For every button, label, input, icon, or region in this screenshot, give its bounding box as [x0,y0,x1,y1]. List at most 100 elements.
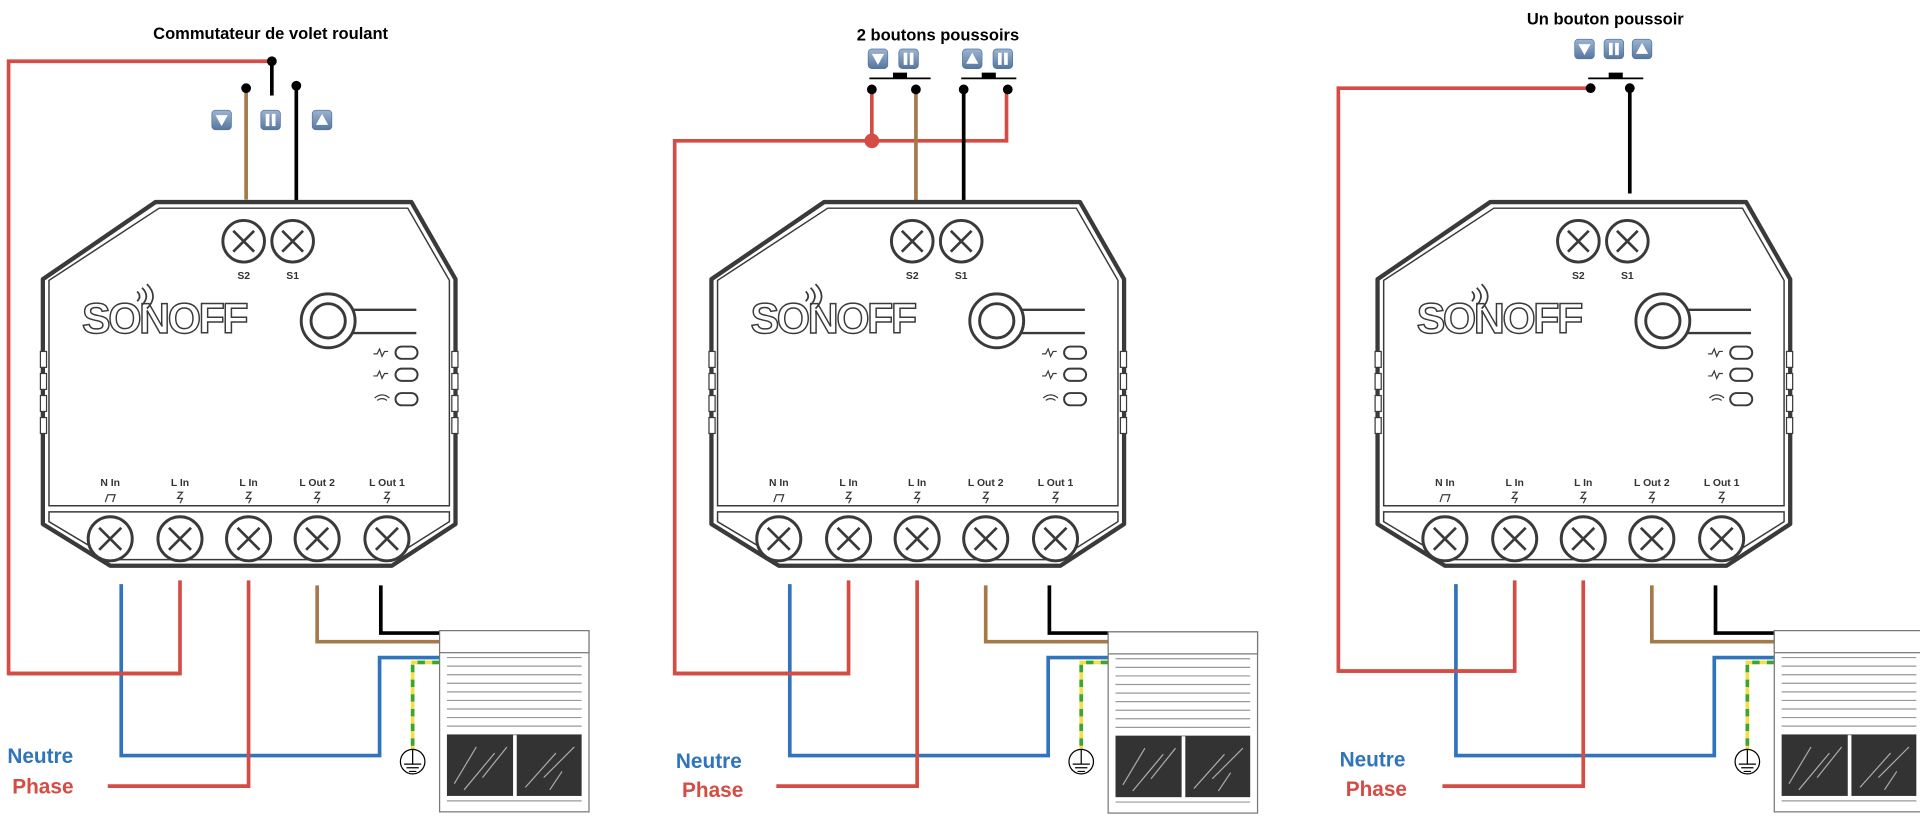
terminal-label-s1: S1 [955,271,968,282]
screw-cross-icon [766,526,791,551]
phase-wire-lin1-1 [8,580,182,676]
pause-icon [1603,38,1625,60]
down-arrow-icon [867,48,889,69]
phase-wire-lin2-1 [107,580,251,788]
live-symbol-icon [244,491,253,504]
device-inner-outline [1382,207,1785,507]
earth-wire-stripe [1079,660,1109,750]
terminal-label: L Out 2 [299,478,335,489]
screw-cross-icon [1571,526,1596,551]
glass-reflection [1211,747,1244,780]
device-inner-outline [48,207,451,507]
glass-reflection [1883,771,1898,791]
bar [997,52,1002,65]
terminal-label-s1: S1 [1621,271,1634,282]
phase-label-2: Phase [682,779,743,802]
pairing-button [1644,302,1682,340]
screw-cross-icon [281,229,305,253]
phase-junction-dot [864,133,880,149]
side-vent [39,350,48,368]
glass-reflection [1132,753,1164,792]
wire-junction-dot [1624,83,1635,94]
phase-label-1: Phase [12,775,73,798]
up-arrow-icon [962,48,983,69]
live-symbol-icon [844,491,853,504]
down-arrow-icon [211,109,232,131]
wire-junction-dot [241,83,252,94]
channel-icon-1 [1708,347,1723,358]
terminal-label: L Out 1 [1704,478,1740,489]
bar [1004,52,1008,65]
push-button-switch [869,72,931,80]
terminal-label: L Out 2 [1634,478,1670,489]
terminal-label: L In [839,478,857,489]
wifi-led-icon [1708,394,1725,401]
glass-reflection [463,752,496,791]
bar [903,52,908,65]
wifi-signal-icon [805,283,823,310]
pairing-button-arm [1017,308,1085,335]
side-vent [708,394,716,413]
screw-cross-icon [236,526,261,551]
side-vent [451,416,459,435]
screw-cross-icon [900,229,924,253]
live-symbol-icon [383,491,391,504]
glass-reflection [1816,746,1843,778]
push-button-switch [1588,72,1644,80]
live-symbol-icon [176,491,184,504]
terminal-label: L Out 1 [369,478,405,489]
channel-icon-2 [373,369,389,380]
status-led [1729,345,1754,360]
glass-reflection [453,746,477,785]
screw-cross-icon [836,526,861,551]
icon-background [260,109,281,131]
screw-cross-icon [949,229,973,253]
side-vent [1119,416,1128,435]
terminal-label: L Out 2 [968,478,1004,489]
lout2-wire-1 [315,585,440,644]
live-symbol-icon [1579,491,1587,504]
channel-icon-1 [373,347,389,358]
channel-icon-1 [1042,347,1057,358]
wifi-led-icon [374,394,390,401]
wifi-signal-icon [136,283,154,310]
terminal-label: L In [171,478,189,489]
sonoff-logo: SONOFF [751,295,920,343]
shutter-box [1773,630,1920,654]
bar [909,52,914,65]
neutral-wire-3 [1454,584,1775,758]
status-led [394,367,419,382]
screw-cross-icon [1615,229,1639,253]
terminal-label: L In [908,478,926,489]
side-vent [39,394,48,413]
bar [271,113,276,127]
up-arrow-icon [311,109,333,131]
neutral-symbol-icon [1439,494,1451,503]
icon-background [992,48,1014,69]
glass-reflection [1859,752,1892,788]
panel-1-title: Commutateur de volet roulant [153,24,388,43]
terminal-label: N In [1435,478,1455,489]
neutral-label-2: Neutre [676,750,742,773]
side-vent [708,416,716,435]
channel-icon-2 [1708,369,1723,380]
live-symbol-icon [981,491,990,504]
wifi-signal-icon [1471,283,1489,310]
glass-reflection [1122,747,1146,786]
screw-cross-icon [98,526,123,551]
pairing-button [309,302,347,340]
side-vent [708,350,716,368]
earth-wire [1745,660,1775,750]
shutter-box [1107,631,1259,655]
terminal-label: L In [1506,478,1524,489]
window-pane [1115,735,1182,798]
glass-reflection [1788,746,1812,785]
icon-background [898,48,919,69]
live-symbol-icon [313,491,321,504]
live-symbol-icon [1510,491,1519,504]
screw-cross-icon [1709,526,1734,551]
triangle [966,52,979,64]
